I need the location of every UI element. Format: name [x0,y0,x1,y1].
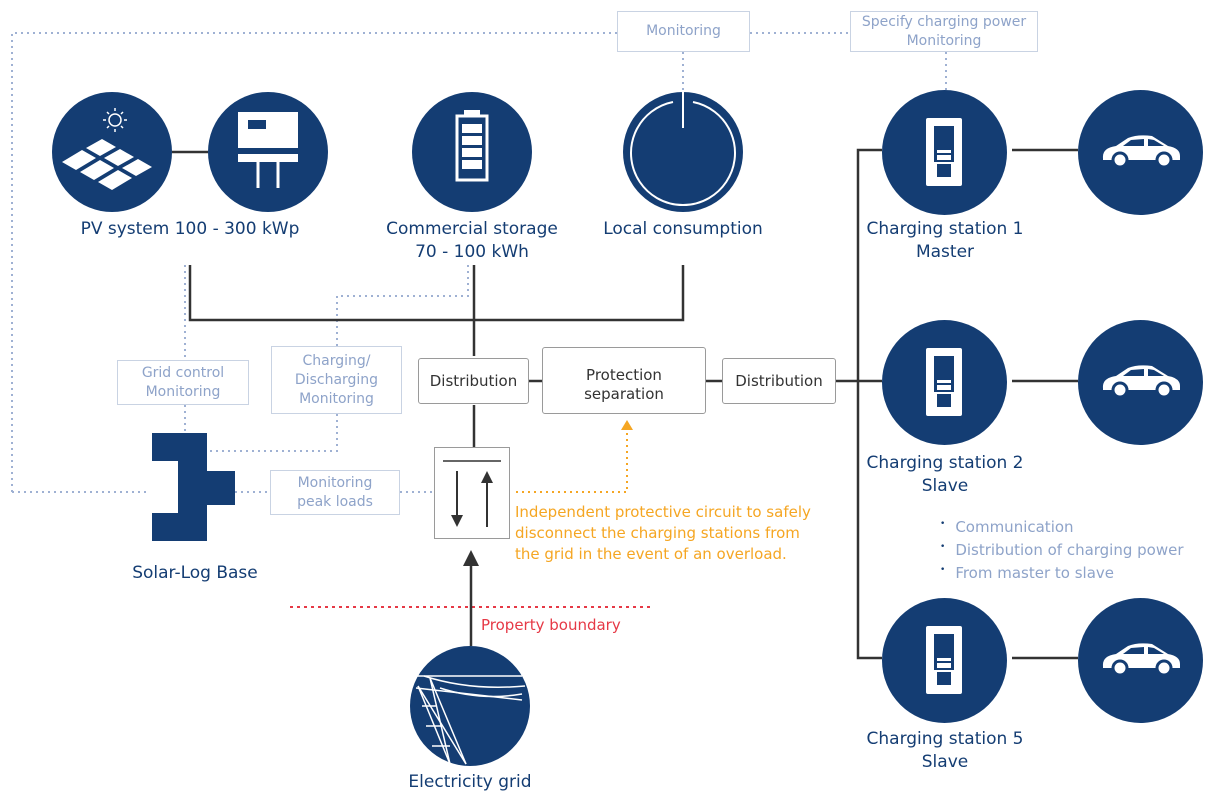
battery-icon [455,110,489,182]
local-consumption-label: Local consumption [603,219,763,239]
charging-box-line3: Monitoring [299,390,374,407]
charging-station-icon [926,118,962,186]
specify-box-line2: Monitoring [906,32,982,49]
property-boundary-label: Property boundary [481,616,621,634]
peak-box-line2: peak loads [297,493,373,510]
protective-note-line3: the grid in the event of an overload. [515,545,787,563]
storage-label-line2: 70 - 100 kWh [415,242,529,262]
comm-note-1: Communication [940,517,1184,540]
inverter-icon [238,112,298,188]
solar-log-label: Solar-Log Base [132,563,258,583]
monitoring-box: Monitoring [617,11,750,52]
distribution-left-box: Distribution [418,358,529,404]
pv-panel-node [52,92,172,212]
charging-station-5-node [882,598,1007,723]
peak-box-line1: Monitoring [297,474,373,491]
power-pylon-icon [415,675,526,765]
car-icon [1102,365,1180,399]
charging-station-5-label: Charging station 5 Slave [840,728,1050,774]
storage-label-line1: Commercial storage [386,219,558,239]
cs1-label-line1: Charging station 1 [866,219,1024,239]
pv-system-label: PV system 100 - 300 kWp [80,219,300,239]
inverter-node [208,92,328,212]
grid-control-line1: Grid control [141,364,225,381]
charging-station-icon [926,626,962,694]
charging-station-icon [926,348,962,416]
cs5-label-line2: Slave [921,752,969,772]
local-consumption-node [623,92,743,212]
cs2-label-line1: Charging station 2 [866,453,1024,473]
protective-note-line2: disconnect the charging stations from [515,524,800,542]
car-2-node [1078,320,1203,445]
charging-station-1-label: Charging station 1 Master [840,218,1050,264]
specify-box-line1: Specify charging power [861,13,1027,30]
protection-separation-box: Protection separation [542,347,706,414]
solar-panel-icon [62,108,152,190]
car-1-node [1078,90,1203,215]
cs5-label-line1: Charging station 5 [866,729,1024,749]
storage-label: Commercial storage 70 - 100 kWh [352,218,592,264]
communication-notes: Communication Distribution of charging p… [940,517,1184,586]
charging-box-line1: Charging/ [302,352,371,369]
distribution-right-box: Distribution [722,358,836,404]
electricity-grid-label: Electricity grid [408,772,532,792]
protective-note-line1: Independent protective circuit to safely [515,503,811,521]
protection-line1: Protection [586,365,662,384]
electricity-grid-node [410,646,530,766]
car-icon [1102,135,1180,169]
protection-line2: separation [584,384,664,403]
comm-note-3: From master to slave [940,563,1184,586]
specify-charging-power-box: Specify charging power Monitoring [850,11,1038,52]
charging-station-2-node [882,320,1007,445]
comm-note-2: Distribution of charging power [940,540,1183,563]
charging-discharging-box: Charging/ Discharging Monitoring [271,346,402,414]
monitoring-box-label: Monitoring [646,23,721,39]
car-icon [1102,643,1180,677]
power-button-icon [630,92,736,207]
grid-control-box: Grid control Monitoring [117,360,249,405]
charging-box-line2: Discharging [294,371,379,388]
charging-station-1-node [882,90,1007,215]
storage-node [412,92,532,212]
grid-control-line2: Monitoring [145,383,221,400]
grid-meter-box [434,447,510,539]
charging-station-2-label: Charging station 2 Slave [840,452,1050,498]
cs2-label-line2: Slave [921,476,969,496]
bidirectional-arrows-icon [443,460,501,527]
car-5-node [1078,598,1203,723]
solar-log-device-icon [152,433,235,541]
cs1-label-line2: Master [915,242,975,262]
protective-circuit-note: Independent protective circuit to safely… [515,502,811,565]
peak-loads-box: Monitoring peak loads [270,470,400,515]
